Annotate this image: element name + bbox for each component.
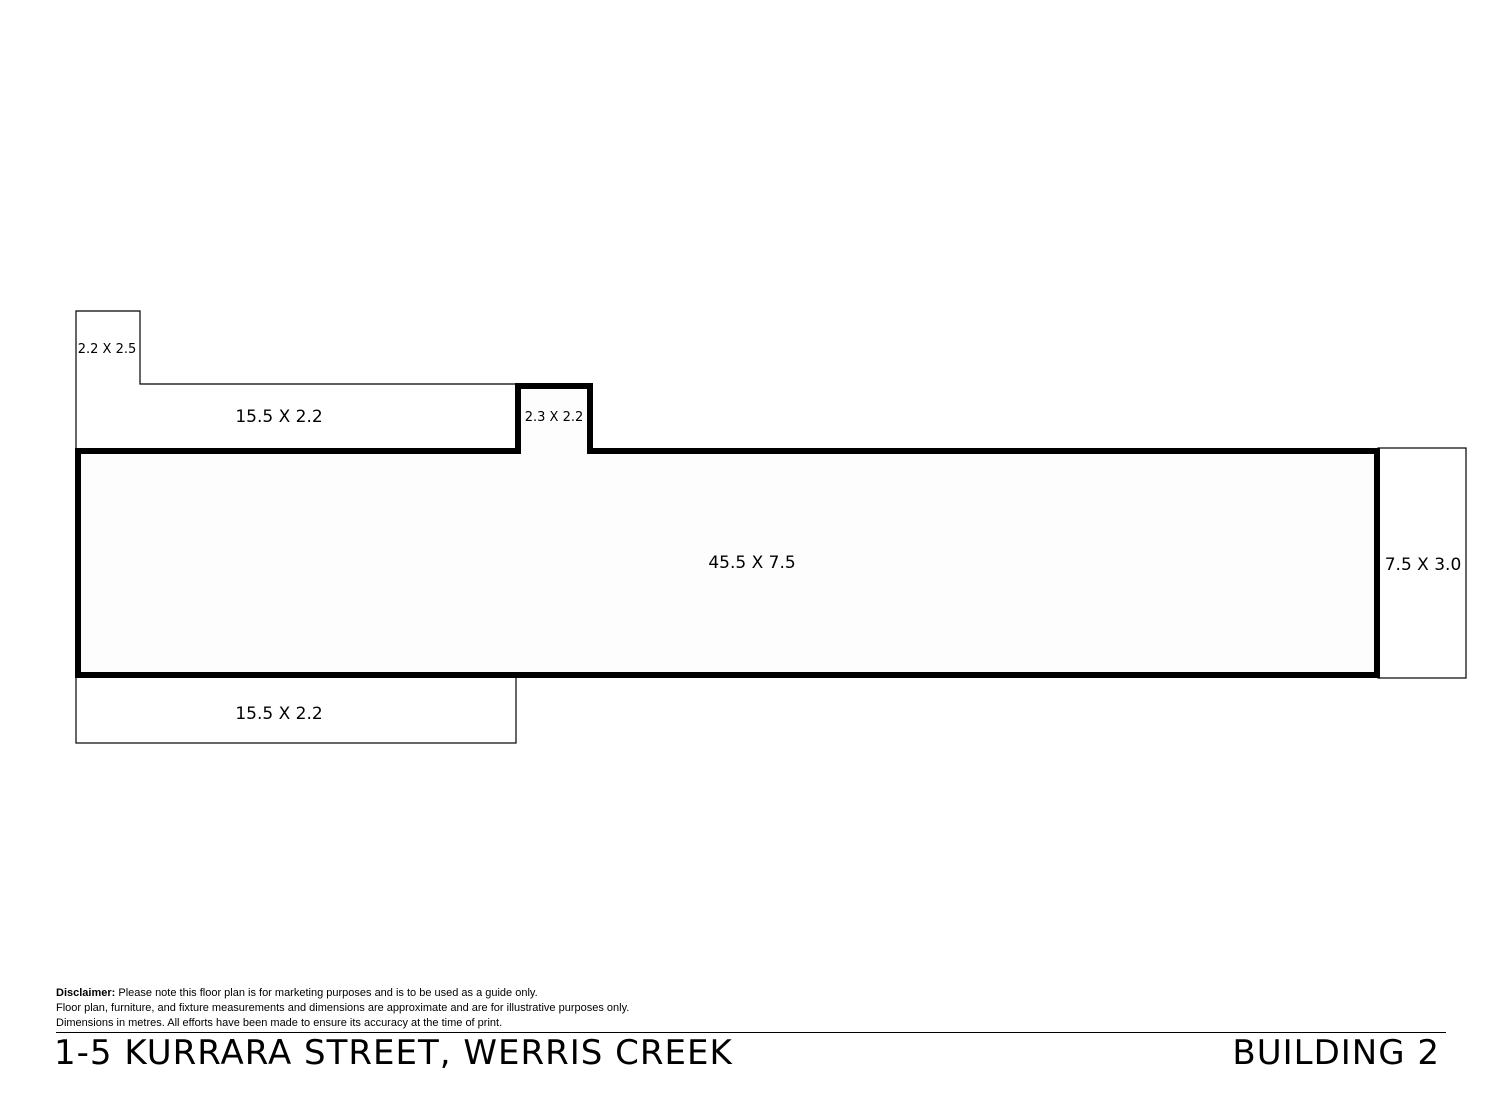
footer-divider (56, 1032, 1446, 1033)
room-label-store-small: 2.2 X 2.5 (78, 342, 137, 357)
annex-outline (1377, 447, 1467, 679)
disclaimer-heading: Disclaimer: (56, 987, 116, 999)
room-label-main: 45.5 X 7.5 (708, 553, 795, 573)
verandah-top-outline (75, 310, 517, 451)
verandah-bottom-outline (75, 673, 517, 744)
room-label-annex: 7.5 X 3.0 (1385, 555, 1462, 575)
room-label-verandah-top: 15.5 X 2.2 (235, 407, 322, 427)
disclaimer: Disclaimer: Please note this floor plan … (56, 986, 956, 1031)
disclaimer-line-1: Disclaimer: Please note this floor plan … (56, 986, 956, 1001)
property-address: 1-5 KURRARA STREET, WERRIS CREEK (54, 1033, 733, 1073)
room-label-entry: 2.3 X 2.2 (525, 410, 584, 425)
room-label-verandah-bottom: 15.5 X 2.2 (235, 704, 322, 724)
building-label: BUILDING 2 (1232, 1033, 1440, 1073)
disclaimer-line-3: Dimensions in metres. All efforts have b… (56, 1017, 503, 1029)
main-building-outline (75, 383, 1380, 678)
disclaimer-text-1: Please note this floor plan is for marke… (118, 987, 538, 999)
disclaimer-line-2: Floor plan, furniture, and fixture measu… (56, 1002, 630, 1014)
